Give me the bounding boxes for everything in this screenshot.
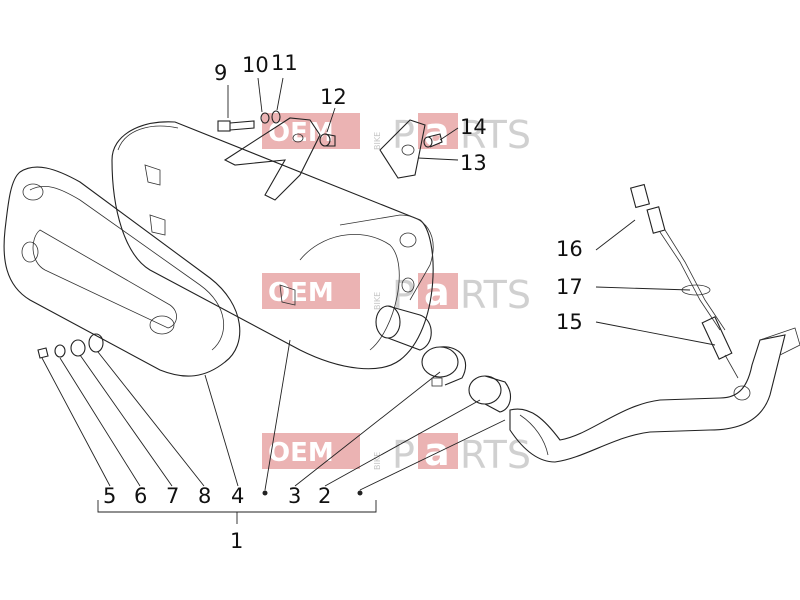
watermark-p-text: P (392, 273, 415, 317)
muffler-bracket (223, 117, 321, 201)
washer-11 (271, 110, 281, 124)
muffler (111, 121, 434, 370)
bracket-13 (379, 119, 426, 179)
watermark-a-text: a (424, 270, 450, 314)
callout-dot (262, 490, 268, 496)
outlet-tube (375, 305, 432, 351)
callout-14: 14 (460, 115, 487, 139)
watermark-a-text: a (424, 430, 450, 474)
watermark-bottom: OEM BIKE P a RTS (262, 430, 531, 477)
callout-labels: 9 10 11 12 13 14 15 16 17 5 6 7 8 4 3 2 … (103, 51, 583, 553)
callout-9: 9 (214, 61, 227, 85)
screw-5 (37, 347, 49, 359)
callout-5: 5 (103, 484, 116, 508)
bolt-9 (217, 120, 255, 132)
callout-1: 1 (230, 529, 243, 553)
watermark-rts-text: RTS (460, 433, 531, 477)
watermark-rts-text: RTS (460, 273, 531, 317)
watermark-bike-text: BIKE (373, 292, 382, 310)
watermark-a-box (418, 273, 458, 309)
callout-12: 12 (320, 85, 347, 109)
clamp (421, 346, 467, 387)
watermark-a-box (418, 433, 458, 469)
watermark-p-text: P (392, 113, 415, 157)
watermark-bike-text: BIKE (373, 452, 382, 470)
callout-4: 4 (231, 484, 244, 508)
oxygen-sensor (629, 183, 739, 379)
callout-13: 13 (460, 151, 487, 175)
watermark-a-box (418, 113, 458, 149)
watermark-p-text: P (392, 433, 415, 477)
callout-10: 10 (242, 53, 269, 77)
callout-6: 6 (134, 484, 147, 508)
washer-7 (70, 339, 86, 357)
watermark-oem-box (262, 273, 360, 309)
watermark-oem-box (262, 433, 360, 469)
watermark-oem-text: OEM (268, 118, 334, 148)
watermark-rts-text: RTS (460, 113, 531, 157)
callout-dot (357, 490, 363, 496)
washer-10 (260, 112, 270, 124)
bushing-14 (423, 133, 443, 148)
watermark-oem-box (262, 113, 360, 149)
callout-15: 15 (556, 310, 583, 334)
leader-lines (41, 77, 716, 524)
watermark-bike-text: BIKE (373, 132, 382, 150)
gasket-sleeve (468, 375, 511, 413)
washer-6 (54, 344, 66, 358)
heat-shield (3, 166, 241, 377)
callout-11: 11 (271, 51, 298, 75)
exhaust-pipe (509, 327, 800, 463)
grommet-8 (88, 333, 104, 353)
callout-2: 2 (318, 484, 331, 508)
watermark-oem-text: OEM (268, 438, 334, 468)
watermark-oem-text: OEM (268, 278, 334, 308)
callout-16: 16 (556, 237, 583, 261)
callout-3: 3 (288, 484, 301, 508)
bushing-12 (319, 133, 336, 147)
watermark-top: OEM BIKE P a RTS (262, 110, 531, 157)
watermark-middle: OEM BIKE P a RTS (262, 270, 531, 317)
callout-8: 8 (198, 484, 211, 508)
callout-7: 7 (166, 484, 179, 508)
callout-17: 17 (556, 275, 583, 299)
